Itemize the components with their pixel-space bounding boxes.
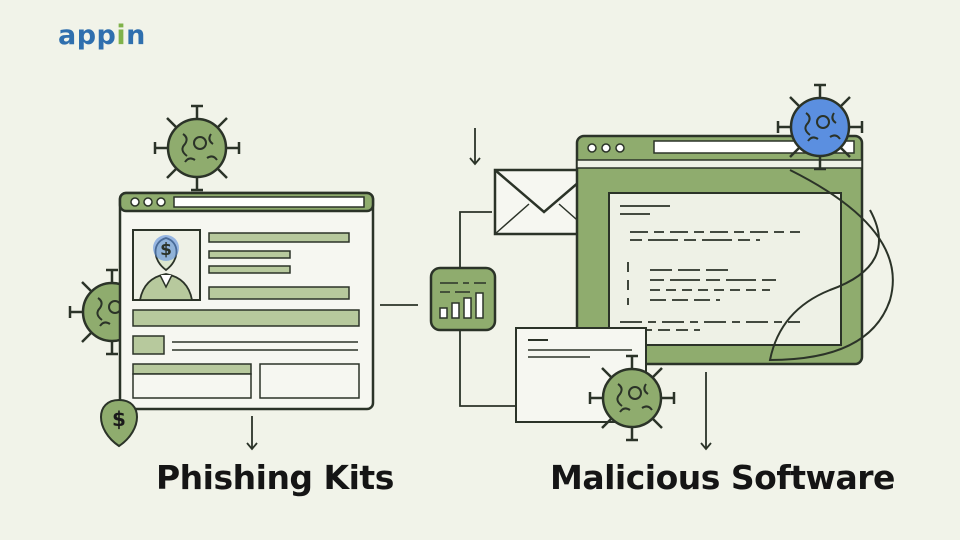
dollar-icon: $ [112,407,126,431]
malware-browser-window [575,134,894,366]
virus-icon [776,83,864,171]
phishing-browser-window: $ [118,191,375,411]
malicious-software-label: Malicious Software [550,458,895,497]
phishing-kits-label: Phishing Kits [156,458,394,497]
location-pin-icon: $ [100,398,138,448]
virus-icon [588,354,676,442]
analytics-chart-icon [429,266,497,332]
brand-logo: appin [58,20,146,51]
dollar-icon: $ [160,240,172,260]
virus-icon [153,104,241,192]
brand-logo-text: appin [58,20,146,51]
